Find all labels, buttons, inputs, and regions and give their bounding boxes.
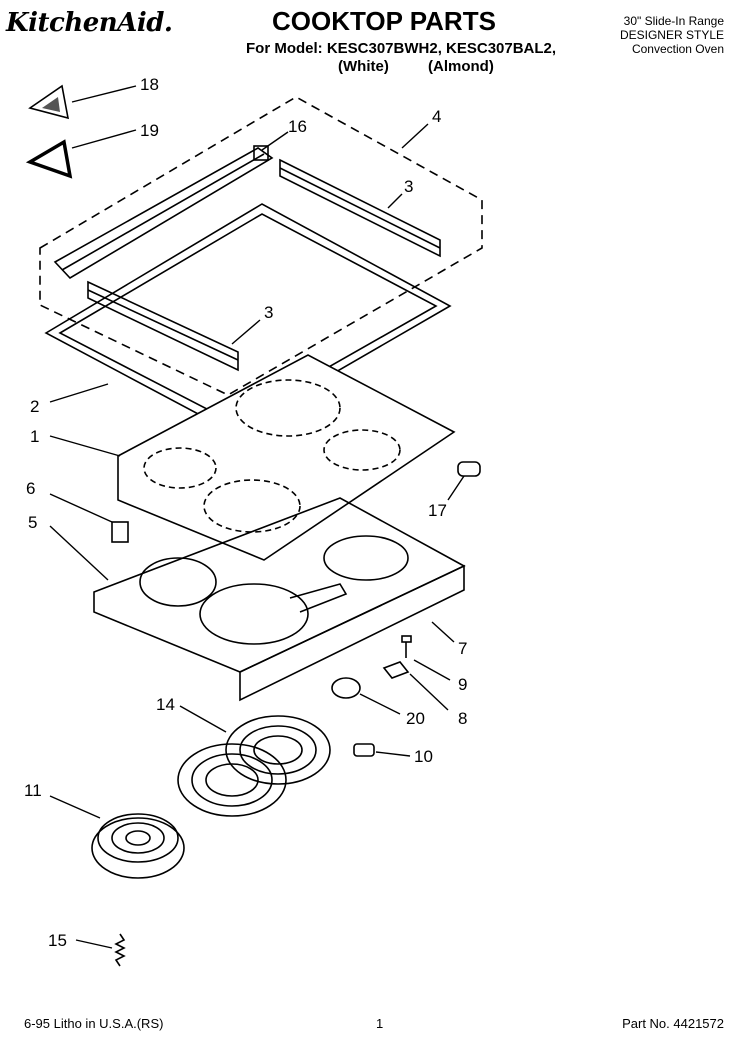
part-3-channel-upper	[279, 158, 441, 258]
part-number: Part No. 4421572	[622, 1016, 724, 1031]
callout-8: 8	[458, 709, 467, 728]
callout-1: 1	[30, 427, 39, 446]
trim-kit-dashed-outline	[39, 96, 483, 396]
part-16-rail	[53, 145, 274, 280]
part-15-spring	[114, 933, 126, 967]
callout-19: 19	[140, 121, 159, 140]
callout-15: 15	[48, 931, 67, 950]
part-8-block	[382, 661, 410, 679]
callout-3b: 3	[264, 303, 273, 322]
part-1-glass-top	[117, 354, 456, 561]
page-number: 1	[376, 1016, 384, 1031]
callout-4: 4	[432, 107, 441, 126]
callout-3a: 3	[404, 177, 413, 196]
designer-style: DESIGNER STYLE	[619, 28, 724, 42]
callout-11: 11	[24, 781, 42, 800]
part-19-trim	[25, 139, 73, 179]
callout-14: 14	[156, 695, 175, 714]
kitchenaid-logo: KitchenAid.	[6, 8, 173, 38]
color-white-label: (White)	[338, 58, 389, 75]
part-10-switch	[353, 743, 375, 757]
color-almond-label: (Almond)	[428, 58, 494, 75]
part-5-cooktop-pan	[93, 497, 466, 702]
callout-5: 5	[28, 513, 37, 532]
litho-note: 6-95 Litho in U.S.A.(RS)	[24, 1016, 164, 1031]
part-6-clip	[111, 521, 129, 543]
part-14-dual-element	[177, 715, 331, 817]
callout-10: 10	[414, 747, 433, 766]
part-20-bracket	[331, 677, 361, 699]
part-9-screw	[401, 635, 412, 658]
callout-16: 16	[288, 117, 307, 136]
model-line: For Model: KESC307BWH2, KESC307BAL2,	[246, 40, 557, 57]
callout-6: 6	[26, 479, 35, 498]
part-3-channel-lower	[87, 280, 239, 372]
oven-type: Convection Oven	[631, 42, 724, 56]
leader-lines	[49, 85, 465, 949]
range-type: 30" Slide-In Range	[623, 14, 724, 28]
callout-9: 9	[458, 675, 467, 694]
callout-labels: 18 19 16 4 3 3 2 1 6 17 5 7 9 20 8 14 10…	[24, 75, 467, 950]
callout-17: 17	[428, 501, 447, 520]
part-11-element	[91, 813, 185, 879]
part-17-terminal	[457, 461, 481, 477]
callout-20: 20	[406, 709, 425, 728]
page-title: COOKTOP PARTS	[272, 6, 496, 36]
callout-7: 7	[458, 639, 467, 658]
callout-2: 2	[30, 397, 39, 416]
part-18-badge	[28, 84, 70, 120]
callout-18: 18	[140, 75, 159, 94]
part-2-frame	[44, 203, 452, 433]
